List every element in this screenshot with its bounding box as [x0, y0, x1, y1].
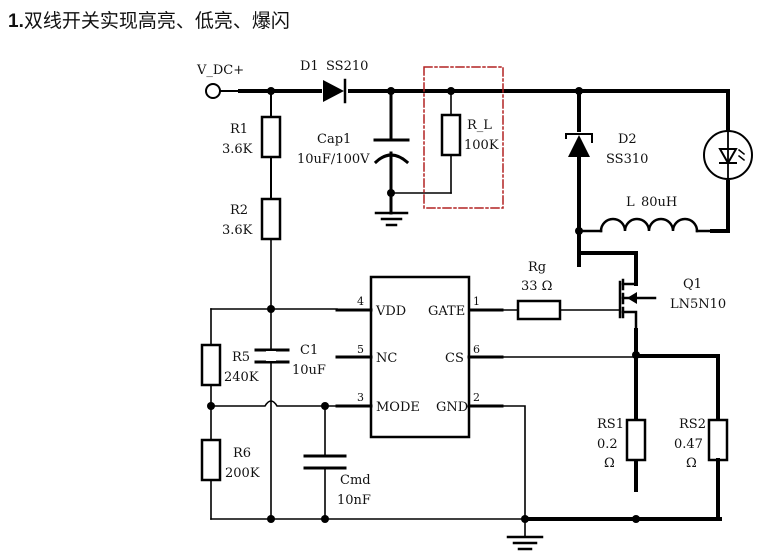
label-cmd-ref: Cmd [340, 473, 371, 488]
label-rg-ref: Rg [528, 260, 546, 275]
label-r5-ref: R5 [232, 350, 250, 365]
page-title: 1.双线开关实现高亮、低亮、爆闪 [8, 6, 290, 33]
diode-d2 [565, 89, 593, 267]
resistor-r6 [200, 438, 222, 482]
vin-terminal [205, 83, 221, 99]
ic-pin-name: GATE [428, 304, 465, 319]
label-rs1-unit: Ω [604, 456, 615, 471]
ic-pin-num: 6 [473, 343, 480, 356]
ic-pin-num: 5 [357, 343, 364, 356]
label-r5-value: 240K [224, 370, 259, 385]
capacitor-c1 [254, 348, 290, 364]
label-l-ref: L [626, 195, 635, 210]
capacitor-cmd [303, 454, 347, 470]
resistor-r2 [260, 197, 282, 241]
ic-pin-name: GND [436, 400, 468, 415]
ic-pin-num: 4 [357, 295, 364, 308]
label-rs2-unit: Ω [686, 456, 697, 471]
label-q1-ref: Q1 [683, 277, 702, 292]
ic-pin-num: 3 [357, 391, 364, 404]
resistor-rl [440, 113, 462, 157]
label-r6-value: 200K [225, 466, 260, 481]
ground-symbol [374, 211, 409, 227]
label-rl-value: 100K [464, 138, 499, 153]
highlight-box-rl [423, 66, 504, 209]
label-rs2-ref: RS2 [679, 417, 706, 432]
label-l-value: 80uH [641, 195, 677, 210]
label-d1-value: SS210 [326, 59, 368, 74]
led [703, 89, 753, 233]
label-r6-ref: R6 [233, 446, 251, 461]
ic-pin-num: 1 [473, 295, 480, 308]
junction-dot [267, 515, 275, 523]
label-r2-value: 3.6K [222, 223, 253, 238]
label-rs1-value: 0.2 [597, 437, 618, 452]
resistor-r5 [200, 343, 222, 387]
title-text: 双线开关实现高亮、低亮、爆闪 [23, 10, 290, 32]
label-cap1-value: 10uF/100V [297, 152, 370, 167]
ic-pin-name: CS [445, 351, 464, 366]
label-c1-value: 10uF [292, 363, 326, 378]
label-rs2-value: 0.47 [674, 437, 703, 452]
resistor-rs1 [625, 418, 647, 462]
label-q1-value: LN5N10 [670, 297, 726, 312]
label-d2-ref: D2 [618, 132, 637, 147]
label-rl-ref: R_L [467, 118, 492, 133]
diode-d1 [323, 78, 347, 104]
ic-controller [369, 275, 471, 439]
label-cmd-value: 10nF [337, 493, 371, 508]
label-d2-value: SS310 [606, 152, 648, 167]
label-d1-ref: D1 [300, 59, 319, 74]
resistor-rs2 [707, 418, 729, 462]
label-c1-ref: C1 [300, 343, 318, 358]
resistor-r1 [260, 115, 282, 159]
capacitor-cap1 [373, 89, 410, 215]
ground-symbol [506, 535, 544, 551]
inductor-l [577, 217, 714, 233]
junction-dot [321, 515, 329, 523]
label-rs1-ref: RS1 [597, 417, 624, 432]
ic-pin-name: MODE [376, 400, 420, 415]
label-r1-ref: R1 [230, 122, 248, 137]
resistor-rg [516, 299, 562, 321]
ic-pin-num: 2 [473, 391, 480, 404]
title-number: 1. [8, 11, 24, 32]
label-cap1-ref: Cap1 [317, 132, 351, 147]
label-r2-ref: R2 [230, 203, 248, 218]
junction-dot [632, 515, 640, 523]
label-rg-value: 33 Ω [521, 279, 552, 294]
label-r1-value: 3.6K [222, 142, 253, 157]
ic-pin-name: NC [376, 351, 397, 366]
label-vin: V_DC+ [196, 63, 244, 78]
ic-pin-name: VDD [375, 304, 406, 319]
